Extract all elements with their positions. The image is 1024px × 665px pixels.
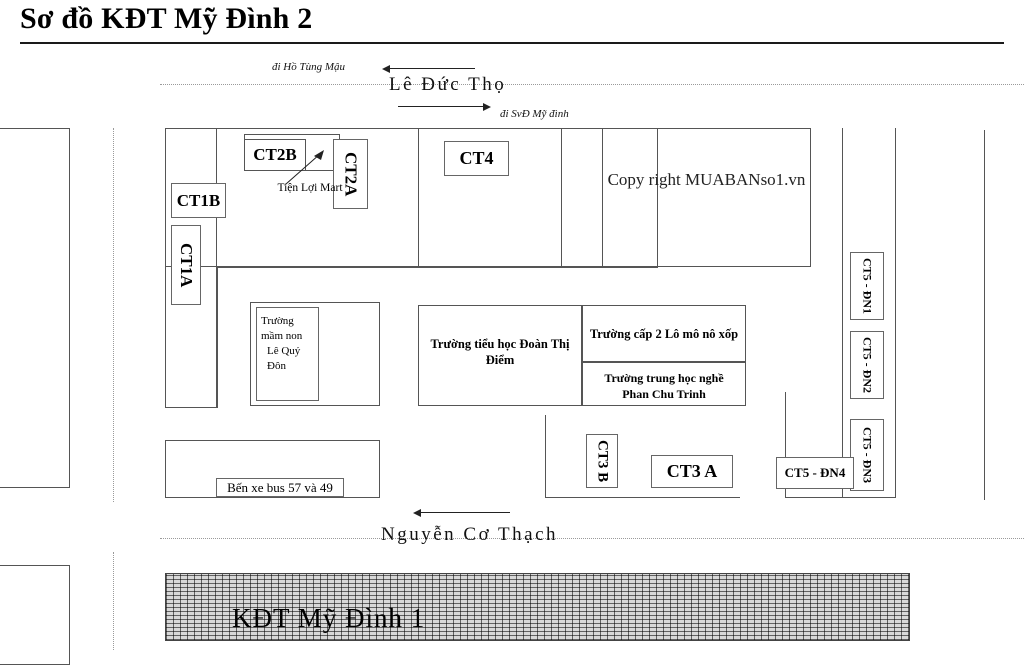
block-left-lower	[0, 565, 70, 665]
road-centerline-nguyen-co-thach	[160, 538, 1024, 539]
block-kindergarten-area	[250, 302, 380, 406]
place-label-bus-station: Bến xe bus 57 và 49	[216, 478, 344, 497]
kindergarten-line-1: Trường mầm non	[261, 315, 303, 342]
block-ct4-area	[418, 128, 562, 267]
page-title: Sơ đồ KĐT Mỹ Đình 2	[20, 2, 313, 35]
block-label-kdt-my-dinh-1: KĐT Mỹ Đình 1	[232, 603, 426, 633]
block-ct1-column	[165, 128, 217, 408]
block-bus-station-area	[165, 440, 380, 498]
block-label-ct3b: CT3 B	[586, 434, 618, 488]
vocational-line-1: Trường trung học nghề	[604, 371, 724, 385]
kindergarten-line-2: Lê Quý Đôn	[267, 344, 301, 372]
direction-note-ho-tung-mau: đi Hồ Tùng Mậu	[272, 61, 346, 73]
boundary-ct1-south	[217, 267, 218, 408]
block-label-ct1b: CT1B	[171, 183, 226, 218]
title-underline	[20, 42, 1004, 44]
place-label-mart: Tiện Lợi Mart	[277, 181, 343, 194]
block-watermark-area	[602, 128, 811, 267]
block-label-ct2a: CT2A	[333, 139, 368, 209]
road-centerline-left-vertical	[113, 128, 114, 502]
arrow-left-nguyen-co-thach	[413, 508, 510, 517]
place-label-secondary-school: Trường cấp 2 Lô mô nô xốp	[589, 327, 739, 342]
arrow-right-svd-my-dinh	[398, 102, 491, 111]
block-primary-school	[418, 305, 582, 406]
block-left-upper	[0, 128, 70, 488]
boundary-ct5dn4-south	[785, 497, 896, 498]
block-label-ct5-dn4: CT5 - ĐN4	[776, 457, 854, 489]
block-vocational-school	[582, 362, 746, 406]
mart-leader-line	[285, 150, 324, 185]
road-centerline-le-duc-tho	[160, 84, 1024, 85]
boundary-ct5-west	[842, 128, 843, 228]
arrow-left-ho-tung-mau	[382, 64, 475, 73]
watermark-text: Copy right MUABANso1.vn	[607, 170, 806, 190]
road-label-nguyen-co-thach: Nguyễn Cơ Thạch	[381, 524, 559, 545]
block-kindergarten: Trường mầm non Lê Quý Đôn	[256, 307, 319, 401]
block-label-ct4: CT4	[444, 141, 509, 176]
boundary-kindergarten-top	[217, 267, 658, 268]
block-ct1-ct2-area	[165, 128, 658, 267]
road-label-le-duc-tho: Lê Đức Thọ	[389, 74, 507, 95]
block-label-ct1a: CT1A	[171, 225, 201, 305]
place-label-vocational-school: Trường trung học nghề Phan Chu Trinh	[584, 368, 744, 404]
vocational-line-2: Phan Chu Trinh	[622, 387, 706, 402]
block-secondary-school	[582, 305, 746, 362]
road-centerline-left-vertical-lower	[113, 552, 114, 650]
block-ct3-area	[545, 415, 740, 498]
place-label-primary-school: Trường tiểu học Đoàn Thị Điểm	[430, 337, 570, 367]
block-label-ct5-dn3: CT5 - ĐN3	[850, 419, 884, 491]
block-label-ct5-dn1: CT5 - ĐN1	[850, 252, 884, 320]
block-kdt-my-dinh-1	[165, 573, 910, 641]
block-label-ct2b: CT2B	[244, 139, 306, 171]
boundary-ct5dn4-west	[785, 392, 786, 498]
block-label-ct5-dn2: CT5 - ĐN2	[850, 331, 884, 399]
block-label-ct3a: CT3 A	[651, 455, 733, 488]
direction-note-svd-my-dinh: đi SvĐ Mỹ đình	[500, 108, 569, 120]
boundary-far-right	[984, 130, 985, 500]
